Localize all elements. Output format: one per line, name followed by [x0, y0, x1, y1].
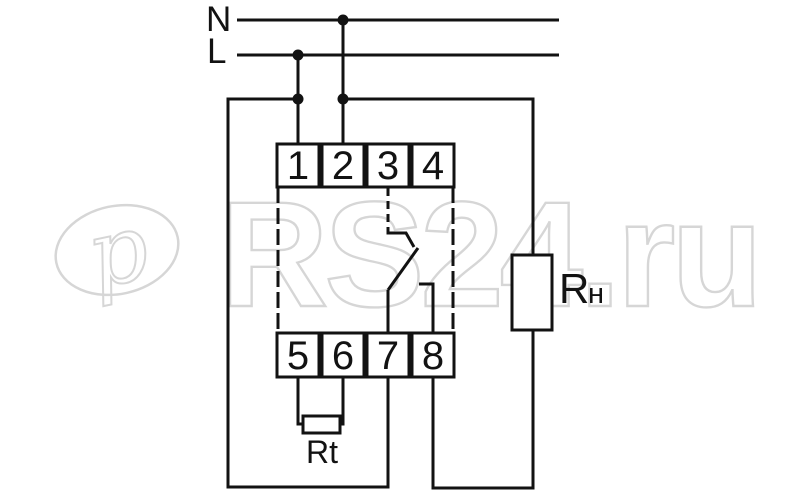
terminal-label-3: 3 — [377, 144, 399, 188]
switch-blade — [386, 247, 420, 291]
rt-label: Rt — [306, 434, 338, 470]
terminal-label-5: 5 — [287, 334, 309, 378]
switch-fixed-contact — [386, 231, 416, 248]
terminal-label-8: 8 — [422, 334, 444, 378]
watermark-logo: p — [54, 192, 180, 311]
load-return-wire-terminal8 — [431, 330, 535, 490]
terminal-box-3 — [365, 142, 411, 189]
text-layer: N L 1 2 3 4 5 6 7 8 Rt R н — [206, 0, 604, 470]
terminal-box-2 — [320, 142, 366, 189]
junction-dot-l-bus — [292, 49, 304, 61]
terminal-box-1 — [275, 142, 321, 189]
l-label: L — [207, 32, 226, 71]
rh-resistor — [510, 253, 554, 332]
rt-wire-left — [296, 377, 303, 426]
watermark-layer: p RS24.ru — [54, 169, 764, 339]
terminal-box-4 — [410, 142, 456, 189]
terminal-label-4: 4 — [422, 144, 444, 188]
terminal-label-6: 6 — [332, 334, 354, 378]
terminal-label-2: 2 — [332, 144, 354, 188]
rh-label-main: R — [559, 265, 589, 312]
junction-dot-n-bus — [337, 14, 349, 26]
terminal-box-8 — [410, 331, 456, 379]
terminal-label-1: 1 — [287, 144, 309, 188]
junction-dot-l-branch — [292, 93, 304, 105]
junction-dot-n-branch — [337, 93, 349, 105]
watermark-logo-ellipse — [54, 203, 180, 297]
neutral-branch-wire-rh — [343, 97, 535, 255]
rt-resistor — [301, 414, 342, 435]
diagram-layer — [226, 14, 559, 490]
switch-no-contact-terminal8 — [419, 282, 435, 333]
terminal-box-7 — [365, 331, 411, 379]
terminal-label-7: 7 — [377, 334, 399, 378]
rh-label-sub: н — [588, 278, 604, 310]
phase-loop-wire-terminal7 — [226, 97, 390, 489]
n-label: N — [206, 0, 231, 39]
watermark-text: RS24.ru — [220, 170, 759, 338]
